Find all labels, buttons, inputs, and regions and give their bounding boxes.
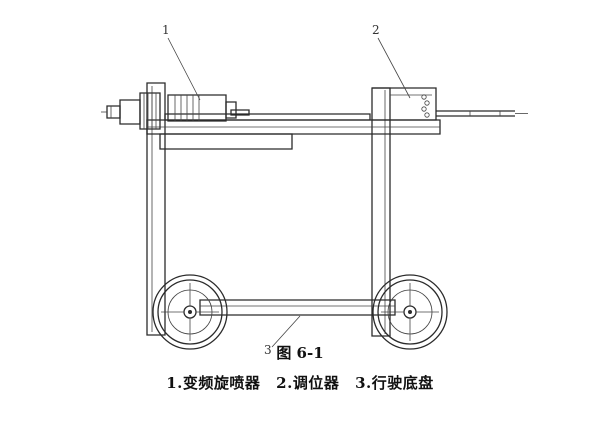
callout-3: 3 <box>264 343 272 357</box>
figure-caption: 图 6-1 1.变频旋喷器 2.调位器 3.行驶底盘 <box>0 342 600 394</box>
legend-item-positioner: 2.调位器 <box>276 374 340 392</box>
legend-item-chassis: 3.行驶底盘 <box>355 374 434 392</box>
right-wheel <box>373 275 447 349</box>
figure-title: 图 6-1 <box>276 344 324 362</box>
rotary-spray-head <box>101 93 370 129</box>
machine-drawing: 1 2 3 <box>0 23 600 357</box>
callout-leader-2 <box>378 38 410 98</box>
parts-legend: 1.变频旋喷器 2.调位器 3.行驶底盘 <box>0 372 600 394</box>
positioner <box>372 88 528 120</box>
callout-leader-3 <box>272 316 300 347</box>
callout-1: 1 <box>162 23 170 37</box>
left-wheel <box>153 275 227 349</box>
callout-leader-1 <box>168 38 200 100</box>
legend-item-spray-head: 1.变频旋喷器 <box>166 374 261 392</box>
callout-2: 2 <box>372 23 380 37</box>
